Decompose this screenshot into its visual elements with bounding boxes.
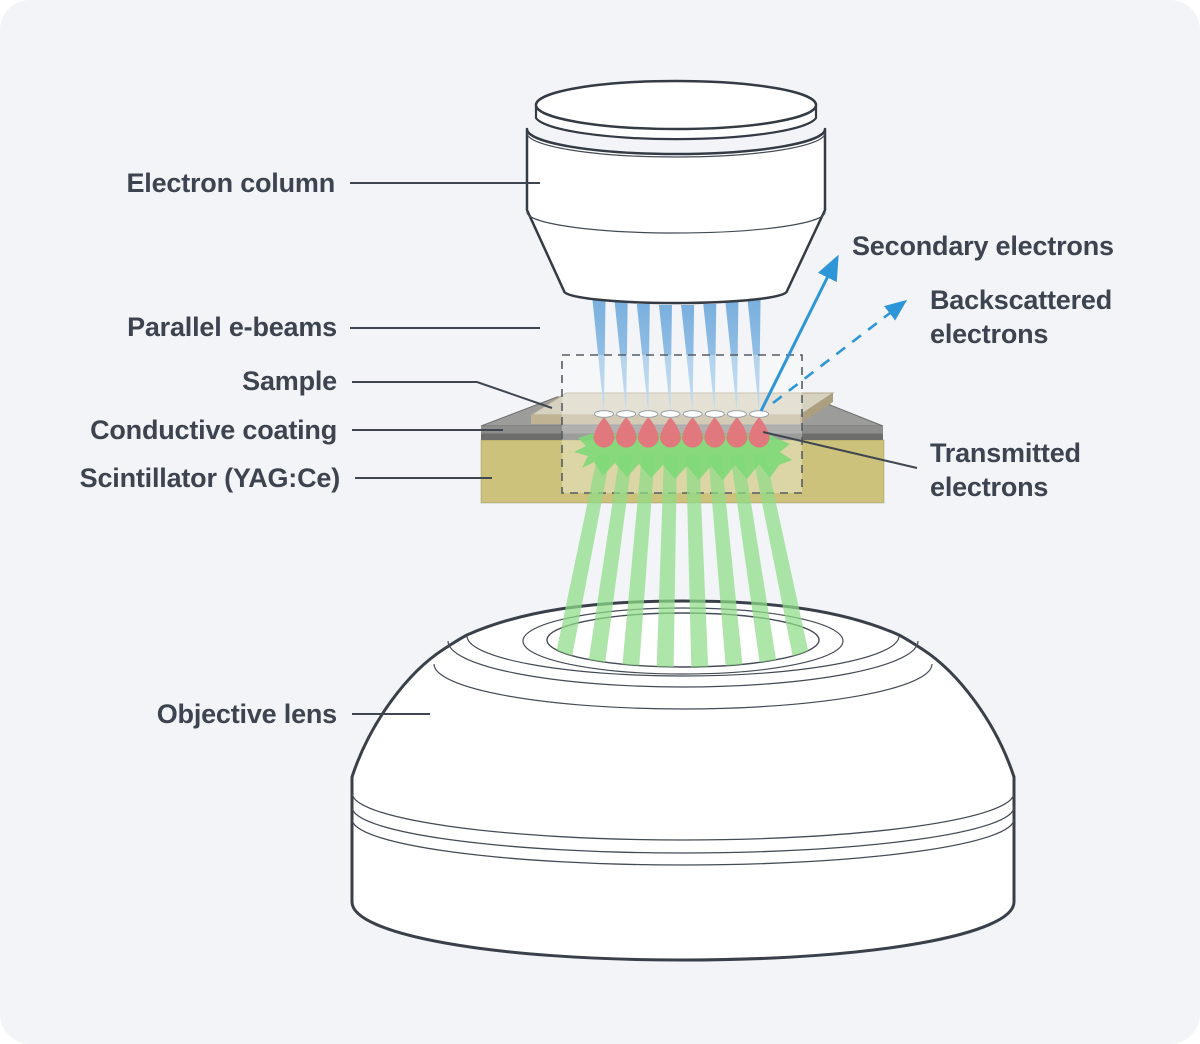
lens-opening [546, 612, 820, 668]
beam-spot-3 [638, 410, 659, 418]
ebeam-5 [681, 305, 695, 413]
beam-spot-6 [704, 410, 725, 418]
transmitted-beam-6 [708, 455, 743, 667]
backscattered-electrons-arrow [772, 299, 908, 405]
transmitted-beam-5 [686, 455, 709, 667]
sample-pointer [352, 381, 553, 409]
beam-spot-7 [726, 410, 747, 418]
label-backscattered-line1: Backscattered [930, 285, 1113, 315]
beam-spots-group [594, 410, 770, 418]
label-conductive-coating: Conductive coating [90, 415, 337, 445]
label-sample: Sample [242, 366, 337, 396]
transmitted-electrons-pointer [762, 431, 918, 469]
transmitted-beam-2 [587, 455, 633, 667]
label-backscattered-line2: electrons [930, 319, 1049, 349]
interaction-volume-2 [615, 417, 637, 448]
secondary-electrons-arrow [759, 254, 839, 412]
transmitted-beam-8 [752, 455, 813, 667]
objective-lens-shape [350, 599, 1016, 962]
interaction-volume-4 [659, 417, 681, 448]
transmitted-beam-7 [730, 455, 778, 667]
sample-plate [529, 392, 835, 424]
beam-spot-4 [660, 410, 681, 418]
region-dashed-box [561, 354, 803, 494]
ebeam-8 [747, 300, 761, 413]
label-transmitted-line1: Transmitted [930, 438, 1081, 468]
ebeam-6 [703, 304, 717, 413]
label-scintillator: Scintillator (YAG:Ce) [79, 463, 341, 493]
label-transmitted-electrons: Transmitted electrons [930, 436, 1081, 504]
label-electron-column: Electron column [126, 168, 335, 198]
interaction-volume-3 [637, 417, 659, 448]
ebeam-7 [725, 302, 739, 413]
transmitted-beam-4 [656, 455, 677, 667]
transmitted-beams-group [552, 455, 813, 667]
transmitted-beam-3 [621, 455, 655, 667]
label-objective-lens: Objective lens [156, 699, 337, 729]
beam-spot-2 [616, 410, 637, 418]
interaction-volume-7 [726, 417, 748, 448]
interaction-volume-1 [593, 417, 615, 448]
beam-spot-8 [749, 410, 770, 418]
interaction-volume-6 [704, 417, 726, 448]
parallel-ebeams-group [592, 300, 761, 413]
ebeam-2 [614, 302, 628, 413]
label-parallel-ebeams: Parallel e-beams [127, 312, 337, 342]
beam-spot-1 [594, 410, 614, 418]
interaction-volume-5 [682, 417, 704, 448]
beam-spot-5 [682, 410, 703, 418]
interaction-volume-8 [748, 417, 770, 448]
label-backscattered-electrons: Backscattered electrons [930, 283, 1112, 351]
interaction-volumes-group [593, 417, 770, 448]
ebeam-4 [658, 305, 672, 413]
electron-column-shape [525, 79, 827, 305]
ebeam-1 [592, 300, 606, 413]
transmitted-beam-1 [552, 455, 611, 667]
label-transmitted-line2: electrons [930, 472, 1049, 502]
label-pointer-lines [350, 182, 918, 715]
label-secondary-electrons: Secondary electrons [852, 231, 1114, 261]
ebeam-3 [636, 304, 650, 413]
